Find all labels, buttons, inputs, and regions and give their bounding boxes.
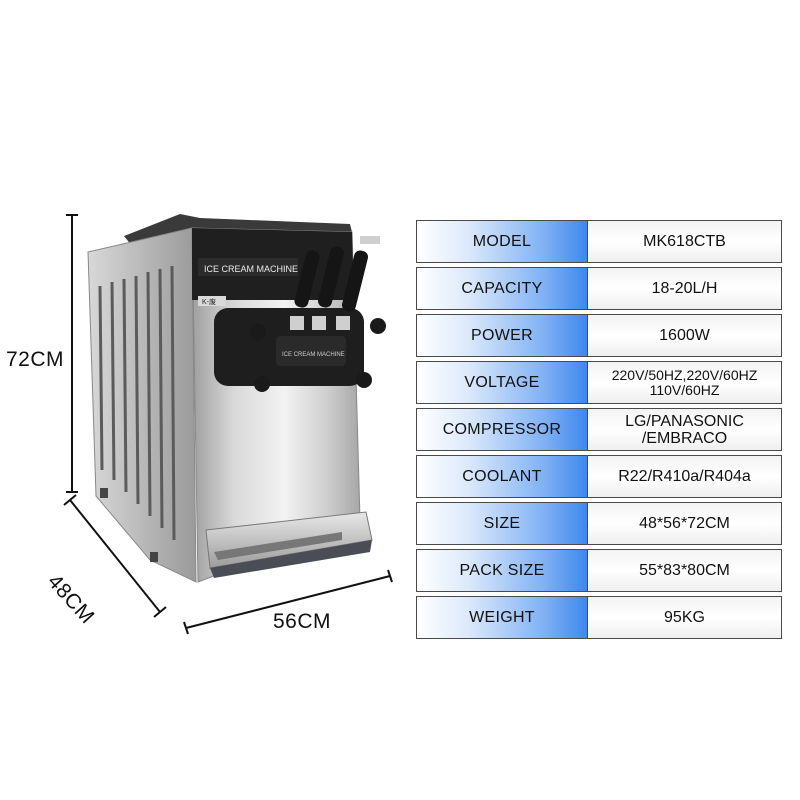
dimension-lines (63, 214, 393, 635)
panel-text: ICE CREAM MACHINE (204, 264, 298, 274)
spec-value: 1600W (587, 314, 782, 357)
ice-cream-machine: ICE CREAM MACHINE K-废 ICE CREAM MACHINE (87, 214, 386, 583)
spec-label: CAPACITY (416, 267, 588, 310)
width-label: 56CM (273, 610, 332, 633)
badge-text: K-废 (202, 297, 216, 306)
spec-value: MK618CTB (587, 220, 782, 263)
spec-value: 48*56*72CM (587, 502, 782, 545)
head-text: ICE CREAM MACHINE (282, 352, 345, 358)
height-label: 72CM (6, 348, 65, 371)
spec-label: MODEL (416, 220, 588, 263)
spec-label: POWER (416, 314, 588, 357)
spec-value: 18-20L/H (587, 267, 782, 310)
spec-value: LG/PANASONIC /EMBRACO (587, 408, 782, 451)
spec-label: COMPRESSOR (416, 408, 588, 451)
spec-value: 220V/50HZ,220V/60HZ 110V/60HZ (587, 361, 782, 404)
spec-label: PACK SIZE (416, 549, 588, 592)
spec-value: R22/R410a/R404a (587, 455, 782, 498)
spec-label: COOLANT (416, 455, 588, 498)
depth-dimension-line (69, 499, 161, 613)
spec-label: VOLTAGE (416, 361, 588, 404)
width-dimension-line (185, 575, 391, 629)
spec-value: 95KG (587, 596, 782, 639)
spec-value: 55*83*80CM (587, 549, 782, 592)
spec-label: SIZE (416, 502, 588, 545)
spec-label: WEIGHT (416, 596, 588, 639)
